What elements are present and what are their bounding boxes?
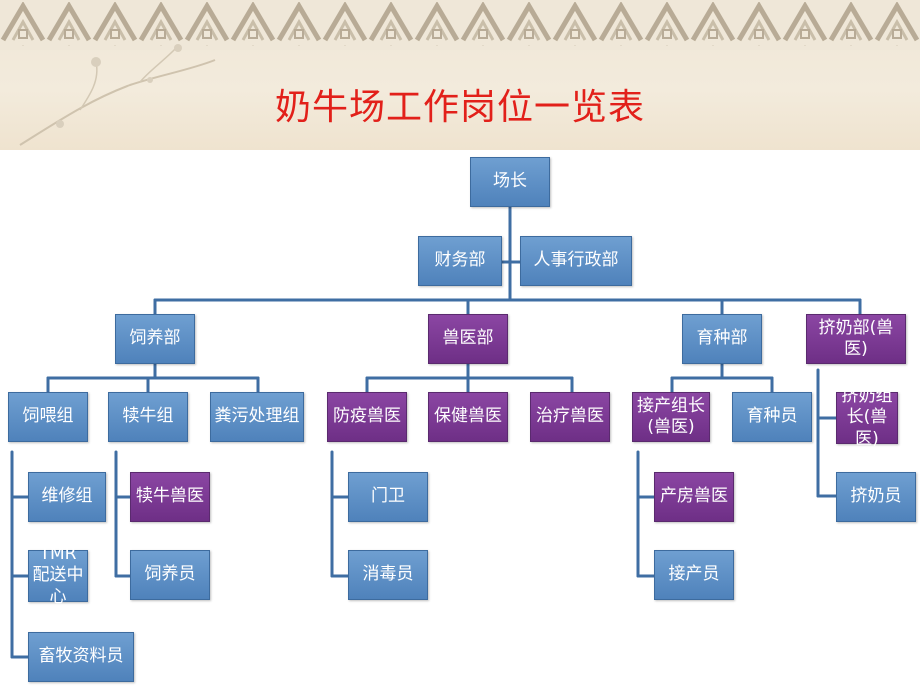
node-vet-dept: 兽医部 [428,314,508,364]
node-manure-group: 粪污处理组 [210,392,304,442]
branch-decoration-icon [19,44,216,146]
node-treatment-vet: 治疗兽医 [530,392,610,442]
node-hr-admin: 人事行政部 [520,236,632,286]
node-finance: 财务部 [418,236,502,286]
node-milker: 挤奶员 [836,472,916,522]
node-disinfector: 消毒员 [348,550,428,600]
fret-pattern-icon [0,2,920,46]
node-maintenance: 维修组 [28,472,106,522]
node-calf-group: 犊牛组 [108,392,188,442]
node-midwife: 接产员 [654,550,734,600]
node-maternity-vet: 产房兽医 [654,472,734,522]
node-feeding-group: 饲喂组 [8,392,88,442]
node-guard: 门卫 [348,472,428,522]
node-feeding-dept: 饲养部 [115,314,195,364]
node-calf-vet: 犊牛兽医 [130,472,210,522]
node-tmr-center: TMR配送中心 [28,544,88,607]
node-milking-leader: 挤奶组长(兽医) [836,386,898,449]
node-health-vet: 保健兽医 [428,392,508,442]
node-breeding-dept: 育种部 [682,314,762,364]
page-title: 奶牛场工作岗位一览表 [274,87,645,128]
node-keeper: 饲养员 [130,550,210,600]
node-milking-dept: 挤奶部(兽医) [806,314,906,364]
node-epidemic-vet: 防疫兽医 [327,392,407,442]
node-delivery-leader: 接产组长(兽医) [632,392,710,442]
node-head: 场长 [470,157,550,207]
fret-border-decoration [0,0,920,50]
node-breeder: 育种员 [732,392,812,442]
node-feed-clerk: 畜牧资料员 [28,632,134,682]
header-band [0,0,920,150]
